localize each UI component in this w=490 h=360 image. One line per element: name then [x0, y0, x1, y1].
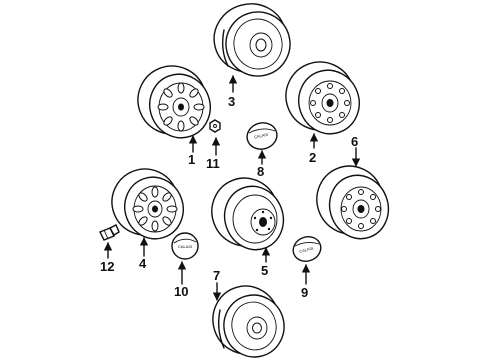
lug-nut-12	[99, 224, 120, 241]
leader-arrows	[103, 75, 361, 301]
svg-text:CALAIS: CALAIS	[178, 244, 193, 249]
hub-cap-8: CALAIS	[246, 122, 278, 150]
callout-10: 10	[174, 284, 188, 299]
callout-11: 11	[206, 156, 220, 171]
wheel-4	[111, 168, 184, 240]
wheel-6	[316, 165, 390, 240]
callout-4: 4	[139, 256, 147, 271]
wheel-1-slots	[157, 82, 205, 132]
wheel-4-slots	[132, 186, 178, 232]
callout-12: 12	[100, 259, 114, 274]
wheel-3	[213, 3, 291, 77]
callout-2: 2	[309, 150, 316, 165]
callout-7: 7	[213, 268, 220, 283]
wheel-2	[285, 61, 360, 135]
callout-labels: 1 2 3 4 5 6 7 8 9 10 11 12	[100, 94, 358, 300]
svg-text:CALAIS: CALAIS	[299, 245, 314, 254]
callout-6: 6	[351, 134, 358, 149]
hub-cap-10: CALAIS	[171, 232, 199, 260]
hub-cap-9: CALAIS	[292, 236, 322, 262]
wheel-7	[212, 285, 285, 358]
wheel-1	[137, 65, 211, 139]
svg-text:CALAIS: CALAIS	[254, 132, 269, 140]
wheel-2-holes	[310, 83, 350, 123]
callout-3: 3	[228, 94, 235, 109]
callout-5: 5	[261, 263, 268, 278]
wheel-6-holes	[341, 189, 381, 229]
callout-8: 8	[257, 164, 264, 179]
callout-9: 9	[301, 285, 308, 300]
clip-11	[209, 119, 221, 133]
wheel-5	[211, 177, 285, 251]
callout-1: 1	[188, 152, 195, 167]
